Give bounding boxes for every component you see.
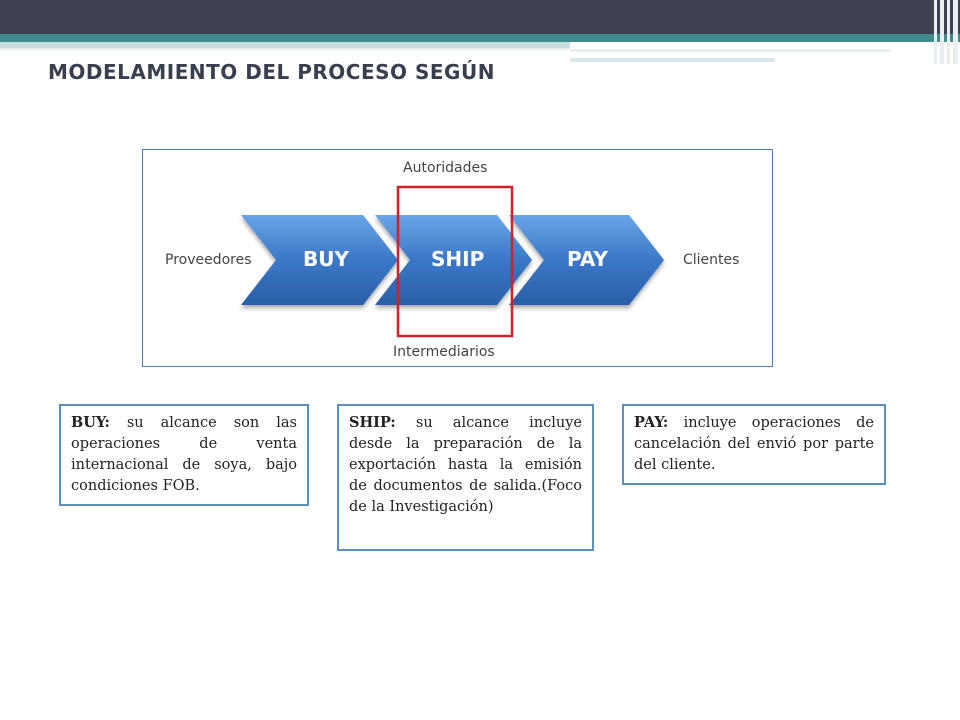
header-line [0, 48, 570, 50]
ship-label: SHIP [431, 247, 485, 271]
header-line [570, 58, 775, 62]
process-diagram-graphic [241, 185, 664, 338]
header-vertical-stripes [932, 0, 960, 64]
header-teal-band [0, 34, 960, 42]
pay-text: incluye operaciones de cancelación del e… [634, 415, 874, 473]
top-label: Autoridades [403, 160, 488, 176]
header-dark-bar [0, 0, 960, 34]
header-light-band [0, 42, 570, 48]
pay-label: PAY [567, 247, 608, 271]
ship-term: SHIP: [349, 414, 396, 431]
buy-term: BUY: [71, 414, 110, 431]
bottom-label: Intermediarios [393, 344, 495, 360]
ship-text: su alcance incluye desde la preparación … [349, 415, 583, 515]
ship-description-box: SHIP: su alcance incluye desde la prepar… [337, 404, 594, 551]
pay-chevron [509, 215, 664, 305]
ship-highlight-box [396, 185, 514, 338]
buy-text: su alcance son las operaciones de venta … [71, 415, 297, 494]
buy-chevron [241, 215, 398, 305]
pay-description-box: PAY: incluye operaciones de cancelación … [622, 404, 886, 485]
slide-title: MODELAMIENTO DEL PROCESO SEGÚN [48, 60, 495, 84]
process-diagram: Autoridades Intermediarios Proveedores C… [142, 149, 773, 367]
left-label: Proveedores [165, 252, 252, 268]
pay-term: PAY: [634, 414, 669, 431]
buy-label: BUY [303, 247, 349, 271]
ship-chevron [375, 215, 532, 305]
header-line [570, 49, 890, 52]
buy-description-box: BUY: su alcance son las operaciones de v… [59, 404, 309, 506]
right-label: Clientes [683, 252, 740, 268]
